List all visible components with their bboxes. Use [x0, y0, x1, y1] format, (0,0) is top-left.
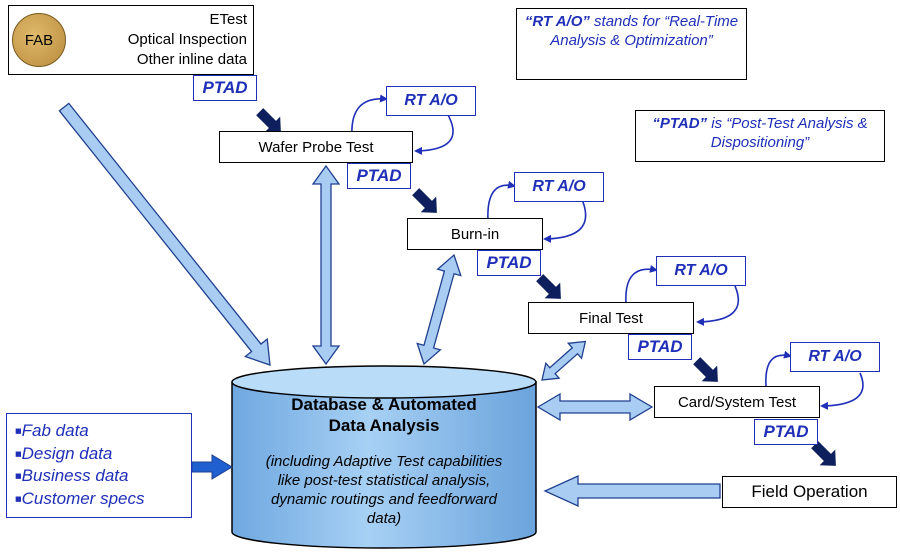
- ptad-label-wafer: PTAD: [347, 163, 411, 189]
- stage-field-operation: Field Operation: [722, 476, 897, 508]
- rtao-label-text: RT A/O: [532, 178, 586, 195]
- list-item: ■Customer specs: [15, 488, 145, 508]
- rtao-label-wafer: RT A/O: [386, 86, 476, 116]
- fab-wafer-badge: FAB: [12, 13, 66, 67]
- rtao-curve-2b: [543, 201, 587, 243]
- finaltest-db-double-arrow: [541, 340, 587, 381]
- database-desc-line4: data): [366, 510, 402, 527]
- inputs-box: ■Fab data ■Design data ■Business data ■C…: [6, 413, 192, 518]
- rtao-label-burnin: RT A/O: [514, 172, 604, 202]
- input-item-business: Business data: [21, 466, 129, 486]
- database-title-line2: Data Analysis: [328, 416, 440, 435]
- ptad-label-final: PTAD: [628, 334, 692, 360]
- fab-badge-label: FAB: [24, 31, 54, 49]
- ptad-label-card: PTAD: [754, 419, 818, 445]
- ptad-label-text: PTAD: [356, 166, 402, 185]
- rtao-curve-1b: [414, 112, 454, 155]
- ptad-definition-note: “PTAD” is “Post-Test Analysis & Disposit…: [635, 110, 885, 162]
- database-desc-line1: (including Adaptive Test capabilities: [265, 453, 503, 470]
- flow-arrow-3: [536, 274, 561, 299]
- stage-wafer-probe-test: Wafer Probe Test: [219, 131, 413, 163]
- ptad-label-text: PTAD: [202, 78, 248, 97]
- stage-field-operation-label: Field Operation: [751, 482, 868, 501]
- input-item-customer: Customer specs: [21, 488, 145, 508]
- database-desc-line3: dynamic routings and feedforward: [271, 491, 497, 508]
- database-title-line1: Database & Automated: [291, 395, 477, 414]
- stage-final-test: Final Test: [528, 302, 694, 334]
- rtao-feedback-arrows: [351, 94, 864, 410]
- input-item-fab: Fab data: [21, 421, 89, 440]
- list-item: ■Design data: [15, 443, 113, 463]
- fab-to-database-arrow: [58, 102, 271, 366]
- flow-arrow-1: [256, 108, 281, 133]
- rtao-label-text: RT A/O: [808, 348, 862, 365]
- stage-final-test-label: Final Test: [579, 309, 643, 327]
- flow-arrow-5: [811, 441, 836, 466]
- ptad-note-text: is “Post-Test Analysis & Dispositioning”: [707, 115, 868, 151]
- ptad-label-burnin: PTAD: [477, 250, 541, 276]
- rtao-note-term: “RT A/O”: [524, 13, 590, 30]
- stage-burn-in: Burn-in: [407, 218, 543, 250]
- wafer-db-double-arrow: [311, 164, 341, 366]
- input-item-design: Design data: [21, 443, 113, 463]
- burnin-db-double-arrow: [416, 253, 462, 366]
- ptad-label-text: PTAD: [486, 253, 532, 272]
- database-desc-line2: like post-test statistical analysis,: [277, 472, 491, 489]
- rtao-curve-4b: [820, 372, 864, 410]
- rtao-curve-3: [625, 264, 658, 304]
- ptad-note-term: “PTAD”: [652, 115, 708, 132]
- rtao-label-text: RT A/O: [674, 262, 728, 279]
- field-db-arrow: [543, 474, 721, 508]
- database-cylinder: [231, 365, 537, 549]
- fab-line-etest: ETest: [209, 11, 247, 28]
- rtao-curve-3b: [696, 285, 740, 326]
- rtao-label-text: RT A/O: [404, 92, 458, 109]
- inputs-db-arrow: [191, 454, 233, 480]
- rtao-definition-note: “RT A/O” stands for “Real-Time Analysis …: [516, 8, 747, 80]
- database-text: Database & Automated Data Analysis (incl…: [236, 394, 532, 528]
- fab-line-optical: Optical Inspection: [127, 31, 247, 48]
- rtao-label-card: RT A/O: [790, 342, 880, 372]
- stage-card-system-label: Card/System Test: [677, 393, 797, 411]
- stage-burn-in-label: Burn-in: [450, 225, 500, 243]
- flow-arrow-4: [693, 357, 718, 382]
- rtao-note-text: stands for “Real-Time Analysis & Optimiz…: [550, 13, 739, 49]
- ptad-label-text: PTAD: [763, 422, 809, 441]
- flow-arrows: [256, 108, 836, 466]
- rtao-curve-1: [351, 94, 388, 137]
- flow-arrow-2: [412, 188, 437, 213]
- stage-wafer-probe-label: Wafer Probe Test: [258, 138, 374, 156]
- list-item: ■Business data: [15, 466, 129, 486]
- card-db-double-arrow: [536, 392, 654, 422]
- ptad-label-text: PTAD: [637, 337, 683, 356]
- list-item: ■Fab data: [15, 421, 89, 440]
- stage-card-system-test: Card/System Test: [654, 386, 820, 418]
- rtao-curve-4: [765, 350, 792, 387]
- ptad-label-fab: PTAD: [193, 75, 257, 101]
- fab-line-inline: Other inline data: [136, 51, 247, 68]
- rtao-label-final: RT A/O: [656, 256, 746, 286]
- rtao-curve-2: [487, 180, 516, 222]
